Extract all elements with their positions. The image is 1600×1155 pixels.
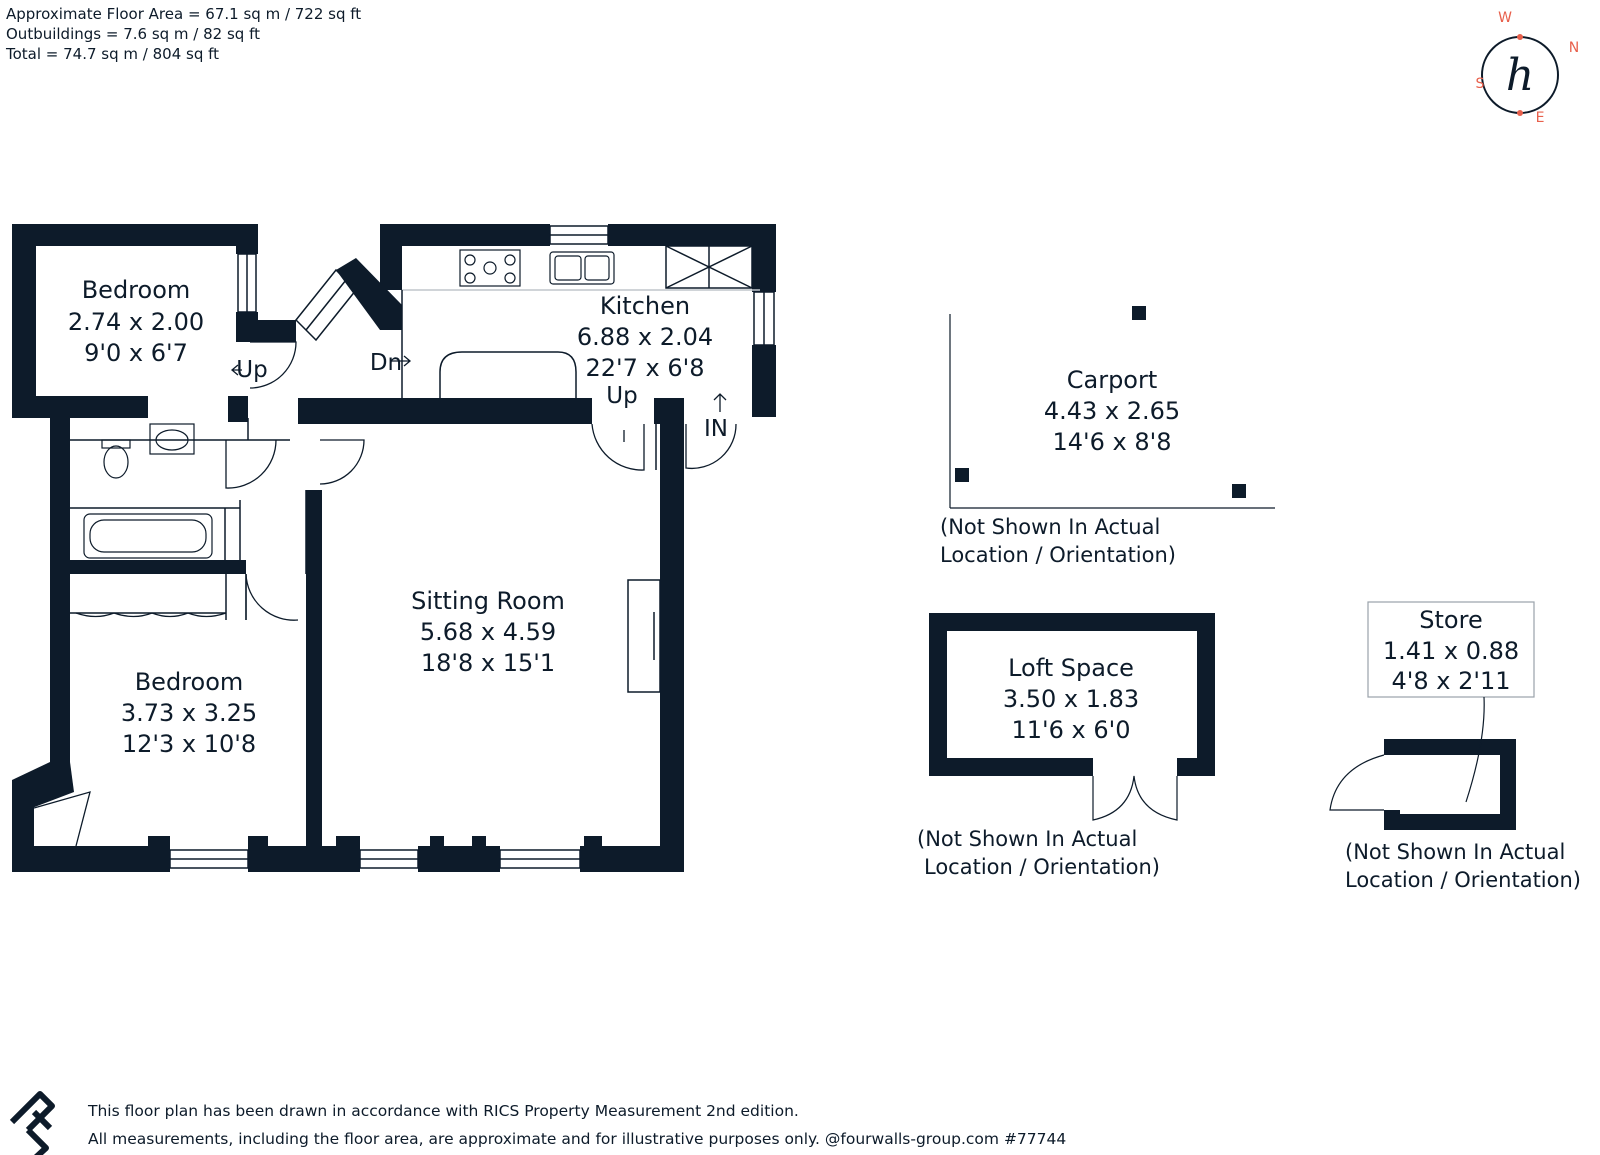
bedroom1-metric: 2.74 x 2.00 <box>68 308 204 336</box>
loft-metric: 3.50 x 1.83 <box>1003 685 1139 713</box>
loft-name: Loft Space <box>1008 654 1134 682</box>
outbuildings-area-line: Outbuildings = 7.6 sq m / 82 sq ft <box>6 25 260 43</box>
bedroom2-name: Bedroom <box>135 668 244 696</box>
toilet-icon <box>103 445 129 479</box>
windows-and-thin-walls <box>70 225 775 869</box>
fourwalls-logo-icon <box>9 1091 55 1155</box>
loft-note-line2: Location / Orientation) <box>924 855 1160 879</box>
carport-metric: 4.43 x 2.65 <box>1044 397 1180 425</box>
hob-icon <box>459 249 521 287</box>
loft-note-line1: (Not Shown In Actual <box>917 827 1137 851</box>
sitting-room-imperial: 18'8 x 15'1 <box>421 649 555 677</box>
kitchen-metric: 6.88 x 2.04 <box>577 323 713 351</box>
kitchen-name: Kitchen <box>600 292 690 320</box>
kitchen-imperial: 22'7 x 6'8 <box>585 354 704 382</box>
compass-n: N <box>1569 40 1579 56</box>
carport-imperial: 14'6 x 8'8 <box>1052 428 1171 456</box>
sitting-room-metric: 5.68 x 4.59 <box>420 618 556 646</box>
loft-imperial: 11'6 x 6'0 <box>1011 716 1130 744</box>
loft-space-walls <box>929 613 1215 821</box>
kitchen-fixtures <box>459 249 615 287</box>
logo-letter: h <box>1506 50 1534 101</box>
total-area-line: Total = 74.7 sq m / 804 sq ft <box>6 45 220 63</box>
bedroom1-imperial: 9'0 x 6'7 <box>84 339 188 367</box>
store-note-line2: Location / Orientation) <box>1345 868 1581 892</box>
floor-area-summary: Approximate Floor Area = 67.1 sq m / 722… <box>6 4 361 64</box>
bath-icon <box>83 513 213 559</box>
up-marker-1: Up <box>236 357 267 383</box>
store-note-line1: (Not Shown In Actual <box>1345 840 1565 864</box>
carport-name: Carport <box>1067 366 1158 394</box>
compass-logo-icon: h W N S E <box>1476 10 1580 126</box>
carport-note-line1: (Not Shown In Actual <box>940 515 1160 539</box>
footer-line-2: All measurements, including the floor ar… <box>88 1130 1067 1148</box>
compass-w: W <box>1498 10 1512 26</box>
sitting-room-name: Sitting Room <box>411 587 565 615</box>
door-swings <box>33 341 737 847</box>
bedroom2-metric: 3.73 x 3.25 <box>121 699 257 727</box>
footer-line-1: This floor plan has been drawn in accord… <box>88 1102 799 1120</box>
down-marker: Dn <box>370 350 402 376</box>
store-walls <box>1329 601 1535 830</box>
store-name: Store <box>1419 606 1482 634</box>
store-imperial: 4'8 x 2'11 <box>1391 667 1510 695</box>
compass-e: E <box>1536 110 1545 126</box>
carport-note-line2: Location / Orientation) <box>940 543 1176 567</box>
store-metric: 1.41 x 0.88 <box>1383 637 1519 665</box>
compass-s: S <box>1476 76 1485 92</box>
stair-markers <box>230 355 727 442</box>
entrance-marker: IN <box>704 416 728 442</box>
basin-icon <box>149 423 195 455</box>
floor-area-line: Approximate Floor Area = 67.1 sq m / 722… <box>6 5 362 23</box>
carport-outline <box>949 306 1275 509</box>
main-floor-walls <box>12 224 776 872</box>
bedroom1-name: Bedroom <box>82 276 191 304</box>
bathroom-fixtures <box>83 423 213 559</box>
sink-icon <box>549 251 615 285</box>
bedroom2-imperial: 12'3 x 10'8 <box>122 730 256 758</box>
up-marker-2: Up <box>606 383 637 409</box>
